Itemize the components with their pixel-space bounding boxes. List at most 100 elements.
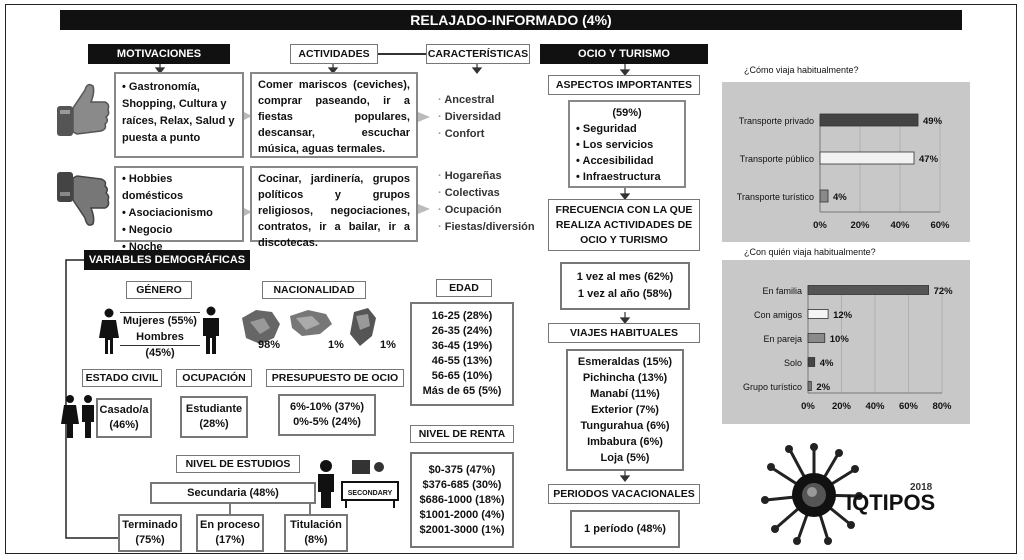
motivacion-item: Hobbies domésticos	[122, 171, 236, 205]
actividades-heading: ACTIVIDADES	[290, 44, 378, 64]
category-label: En familia	[762, 286, 802, 296]
category-label: Solo	[784, 358, 802, 368]
caracteristicas-negative: Hogareñas Colectivas Ocupación Fiestas/d…	[438, 168, 535, 236]
estudios-sub-label: Terminado	[122, 519, 178, 531]
genero-box: Mujeres (55%) Hombres (45%)	[120, 312, 200, 359]
nacionalidad-label: NACIONALIDAD	[262, 281, 366, 299]
edad-label: EDAD	[436, 279, 492, 297]
aspectos-label: ASPECTOS IMPORTANTES	[548, 75, 700, 95]
frecuencia-box: 1 vez al mes (62%) 1 vez al año (58%)	[560, 262, 690, 310]
data-label: 49%	[923, 116, 943, 127]
estado-civil-label: ESTADO CIVIL	[82, 369, 162, 387]
category-label: Con amigos	[754, 310, 803, 320]
infographic-frame	[5, 4, 1017, 554]
edad-range: 16-25 (28%)	[431, 310, 493, 322]
data-label: 12%	[833, 310, 853, 321]
viaje-item: Exterior (7%)	[591, 404, 659, 416]
estado-civil-box: Casado/a (46%)	[96, 398, 152, 438]
caracteristicas-heading: CARACTERÍSTICAS	[426, 44, 530, 64]
edad-range: 56-65 (10%)	[431, 370, 493, 382]
nacionalidad-venezuela: 1%	[328, 339, 344, 351]
category-label: Transporte privado	[739, 116, 814, 126]
bar	[807, 381, 812, 391]
estudios-sub-pct: (8%)	[304, 534, 328, 546]
page-title: RELAJADO-INFORMADO (4%)	[60, 10, 962, 30]
category-label: Grupo turístico	[743, 382, 802, 392]
bar	[807, 333, 826, 343]
actividades-negative-box: Cocinar, jardinería, grupos políticos y …	[250, 166, 418, 249]
data-label: 72%	[934, 286, 954, 297]
periodos-box: 1 período (48%)	[570, 510, 680, 548]
frecuencia-label: FRECUENCIA CON LA QUE REALIZA ACTIVIDADE…	[548, 199, 700, 251]
ocupacion-value: Estudiante	[185, 403, 243, 415]
edad-range: 46-55 (13%)	[431, 355, 493, 367]
logo-text: IQTIPOS	[846, 490, 935, 515]
caracteristica-item: Ocupación	[438, 202, 535, 219]
tick-label: 20%	[832, 401, 852, 412]
woman-icon	[99, 308, 119, 354]
aspecto-item: Seguridad	[576, 121, 678, 137]
secondary-sign: SECONDARY	[348, 490, 393, 497]
logo-year: 2018	[910, 482, 933, 493]
renta-range: $1001-2000 (4%)	[419, 508, 505, 521]
caracteristica-item: Colectivas	[438, 185, 535, 202]
tick-label: 20%	[850, 220, 870, 231]
motivaciones-negative-box: Hobbies domésticos Asociacionismo Negoci…	[114, 166, 244, 253]
viaje-item: Loja (5%)	[600, 452, 650, 464]
presupuesto-range: 6%-10% (37%)	[290, 401, 364, 413]
estudios-label: NIVEL DE ESTUDIOS	[176, 455, 300, 473]
category-label: Transporte público	[740, 154, 814, 164]
tick-label: 40%	[865, 401, 885, 412]
periodos-label: PERIODOS VACACIONALES	[548, 484, 700, 504]
data-label: 2%	[816, 382, 830, 393]
ocupacion-box: Estudiante (28%)	[180, 396, 248, 438]
chart-title-company: ¿Con quién viaja habitualmente?	[744, 247, 876, 257]
category-label: Transporte turístico	[737, 192, 814, 202]
estudios-sub-pct: (17%)	[215, 534, 245, 546]
genero-mujeres: Mujeres (55%)	[123, 315, 197, 327]
estudios-sub-pct: (75%)	[135, 534, 165, 546]
motivacion-item: Negocio	[122, 222, 236, 239]
renta-label: NIVEL DE RENTA	[410, 425, 514, 443]
estado-civil-pct: (46%)	[109, 419, 139, 431]
frecuencia-value: 1 vez al año (58%)	[577, 288, 673, 300]
thumbs-up-icon	[57, 83, 110, 136]
tick-label: 0%	[801, 401, 815, 412]
viajes-label: VIAJES HABITUALES	[548, 323, 700, 343]
edad-box: 16-25 (28%) 26-35 (24%) 36-45 (19%) 46-5…	[410, 302, 514, 406]
genero-hombres: Hombres (45%)	[136, 331, 184, 359]
viajes-box: Esmeraldas (15%) Pichincha (13%) Manabí …	[566, 349, 684, 471]
student-desk-icon: SECONDARY	[318, 460, 399, 508]
iqtipos-logo: IQTIPOS 2018	[761, 443, 935, 545]
edad-range: 26-35 (24%)	[431, 325, 493, 337]
renta-box: $0-375 (47%) $376-685 (30%) $686-1000 (1…	[410, 452, 514, 548]
tick-label: 40%	[890, 220, 910, 231]
bar	[807, 285, 929, 295]
motivacion-item: Asociacionismo	[122, 205, 236, 222]
motivaciones-heading: MOTIVACIONES	[88, 44, 230, 64]
viaje-item: Manabí (11%)	[590, 388, 660, 400]
estado-civil-value: Casado/a	[99, 404, 149, 416]
genero-label: GÉNERO	[126, 281, 192, 299]
nacionalidad-ecuador: 98%	[258, 339, 281, 351]
caracteristica-item: Confort	[438, 126, 501, 143]
presupuesto-label: PRESUPUESTO DE OCIO	[266, 369, 404, 387]
tick-label: 60%	[930, 220, 950, 231]
presupuesto-box: 6%-10% (37%) 0%-5% (24%)	[278, 394, 376, 436]
presupuesto-range: 0%-5% (24%)	[293, 416, 361, 428]
caracteristica-item: Diversidad	[438, 109, 501, 126]
bar	[819, 113, 919, 127]
category-label: En pareja	[763, 334, 802, 344]
country-maps-icon	[242, 308, 376, 346]
estudios-titulacion-box: Titulación (8%)	[284, 514, 348, 552]
aspecto-item: Accesibilidad	[576, 153, 678, 169]
motivacion-item: Gastronomía, Shopping, Cultura y raíces,…	[122, 79, 236, 147]
nacionalidad-colombia: 1%	[380, 339, 396, 351]
motivaciones-positive-box: Gastronomía, Shopping, Cultura y raíces,…	[114, 72, 244, 158]
estudios-sub-label: Titulación	[290, 519, 342, 531]
aspectos-box: (59%) Seguridad Los servicios Accesibili…	[568, 100, 686, 188]
man-icon	[203, 306, 219, 354]
connector-line	[378, 53, 426, 55]
